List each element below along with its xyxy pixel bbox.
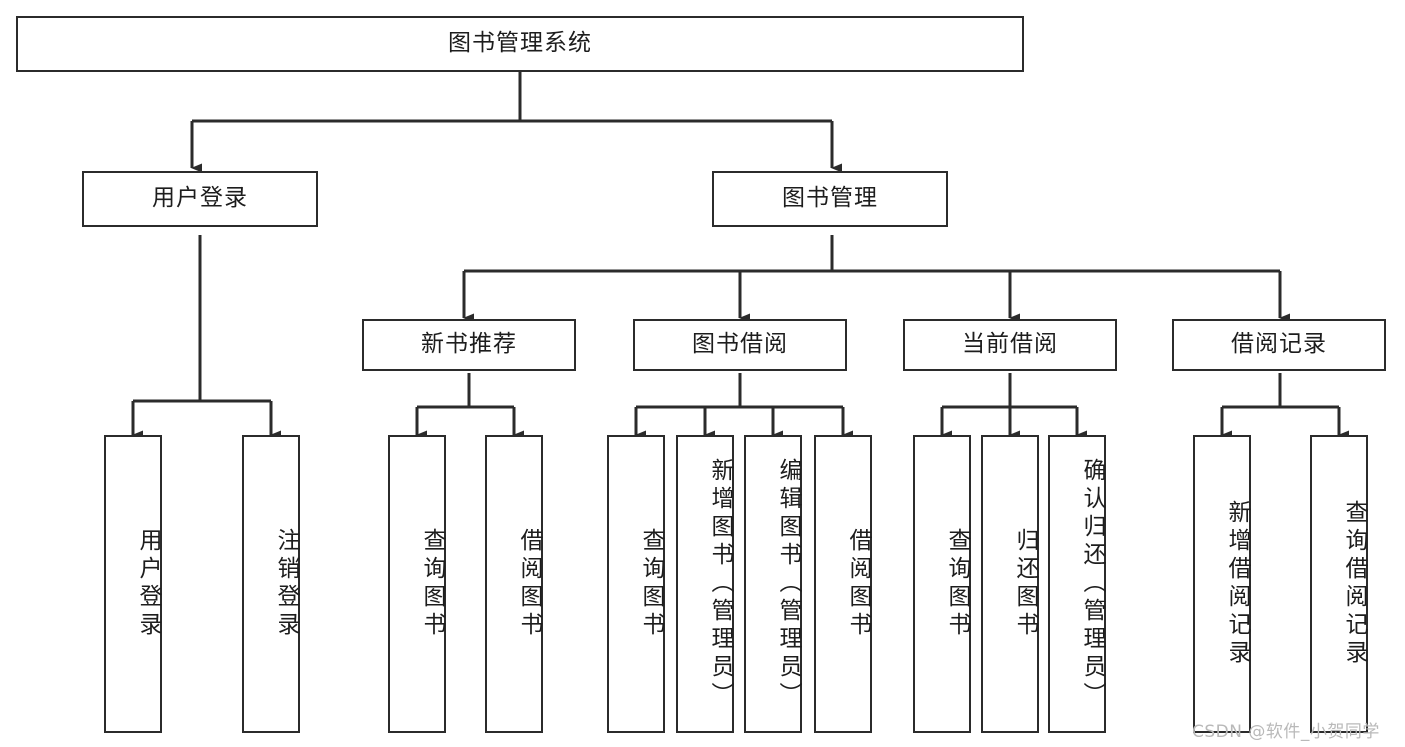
leaf-label: 借阅图书 (516, 528, 542, 640)
leaf-label: 新增图书（管理员） (707, 458, 733, 710)
leaf-label: 查询借阅记录 (1341, 500, 1367, 668)
leaf-add-book-admin[interactable]: 新增图书（管理员） (676, 435, 734, 733)
leaf-borrow-book[interactable]: 借阅图书 (814, 435, 872, 733)
leaf-label: 借阅图书 (845, 528, 871, 640)
node-borrow-record[interactable]: 借阅记录 (1172, 319, 1386, 371)
leaf-label: 确认归还（管理员） (1079, 458, 1105, 710)
csdn-watermark: CSDN @软件_小贺同学 (1192, 722, 1380, 742)
leaf-label: 注销登录 (273, 528, 299, 640)
leaf-add-borrow-record[interactable]: 新增借阅记录 (1193, 435, 1251, 733)
leaf-label: 编辑图书（管理员） (775, 458, 801, 710)
leaf-label: 查询图书 (638, 528, 664, 640)
node-book-borrow[interactable]: 图书借阅 (633, 319, 847, 371)
node-root[interactable]: 图书管理系统 (16, 16, 1024, 72)
leaf-label: 查询图书 (419, 528, 445, 640)
node-book-management[interactable]: 图书管理 (712, 171, 948, 227)
leaf-label: 新增借阅记录 (1224, 500, 1250, 668)
leaf-edit-book-admin[interactable]: 编辑图书（管理员） (744, 435, 802, 733)
node-user-login[interactable]: 用户登录 (82, 171, 318, 227)
leaf-borrow-book-recommend[interactable]: 借阅图书 (485, 435, 543, 733)
leaf-return-book[interactable]: 归还图书 (981, 435, 1039, 733)
node-current-borrow[interactable]: 当前借阅 (903, 319, 1117, 371)
leaf-label: 查询图书 (944, 528, 970, 640)
leaf-label: 用户登录 (135, 528, 161, 640)
leaf-logout[interactable]: 注销登录 (242, 435, 300, 733)
leaf-label: 归还图书 (1012, 528, 1038, 640)
leaf-query-book-recommend[interactable]: 查询图书 (388, 435, 446, 733)
leaf-user-login[interactable]: 用户登录 (104, 435, 162, 733)
leaf-confirm-return-admin[interactable]: 确认归还（管理员） (1048, 435, 1106, 733)
node-new-book-recommend[interactable]: 新书推荐 (362, 319, 576, 371)
leaf-query-borrow-record[interactable]: 查询借阅记录 (1310, 435, 1368, 733)
leaf-query-book-current[interactable]: 查询图书 (913, 435, 971, 733)
leaf-query-book-borrow[interactable]: 查询图书 (607, 435, 665, 733)
